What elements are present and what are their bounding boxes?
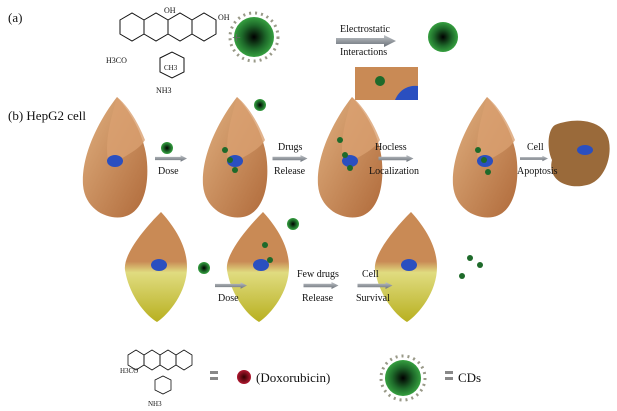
cds-legend-label: CDs	[458, 370, 482, 385]
step-label: Cell	[527, 142, 544, 153]
step-label: Apoptosis	[517, 166, 558, 177]
nh3-label: NH3	[156, 86, 172, 95]
h3co-label: H3CO	[106, 56, 127, 65]
doxorubicin-structure	[119, 12, 217, 79]
oh-label: OH	[164, 6, 176, 15]
arrow-label: Electrostatic	[340, 24, 390, 35]
arrow-label: Interactions	[340, 47, 388, 58]
panel-b-label: (b) HepG2 cell	[8, 108, 86, 123]
resistant-cell	[124, 212, 187, 322]
resistant-cell	[226, 212, 289, 322]
step-label: Release	[274, 166, 306, 177]
ch3-label: CH3	[164, 64, 178, 72]
doxorubicin-legend-label: (Doxorubicin)	[256, 370, 331, 385]
arrow-icon	[336, 35, 396, 47]
step-label: Cell	[362, 269, 379, 280]
step-label: Dose	[218, 293, 239, 304]
hepg2-cell	[317, 97, 383, 218]
doxorubicin-structure-small	[127, 349, 193, 395]
resistant-cell	[374, 212, 437, 322]
apoptotic-cell	[548, 120, 610, 187]
hepg2-cell	[82, 97, 148, 218]
step-label: Hocless	[375, 142, 407, 153]
nh3-label: NH3	[148, 400, 162, 408]
oh-label: OH	[218, 13, 230, 22]
step-label: Dose	[158, 166, 179, 177]
step-label: Release	[302, 293, 334, 304]
panel-a-label: (a)	[8, 10, 23, 25]
step-label: Localization	[369, 166, 419, 177]
dox-cd-complex	[428, 22, 458, 52]
cd-structure-a	[228, 11, 280, 63]
cd-legend-icon	[379, 354, 427, 402]
plus-sign: +	[232, 30, 242, 47]
doxorubicin-dot	[237, 370, 251, 384]
step-label: Few drugs	[297, 269, 339, 280]
h3co-label: H3CO	[120, 367, 139, 375]
step-label: Drugs	[278, 142, 303, 153]
step-label: Survival	[356, 293, 390, 304]
hepg2-cell	[202, 97, 268, 218]
